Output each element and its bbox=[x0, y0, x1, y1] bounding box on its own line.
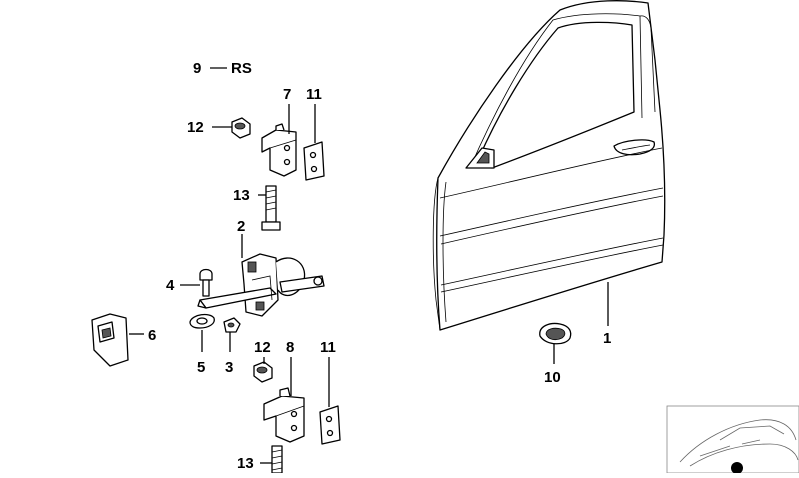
bolt-lower bbox=[271, 445, 283, 474]
label-bolt-4: 4 bbox=[166, 277, 175, 294]
leader-lines bbox=[129, 67, 609, 464]
label-shim-upper: 11 bbox=[306, 86, 322, 103]
door-panel bbox=[432, 0, 666, 331]
bracket-6 bbox=[91, 313, 129, 367]
label-shim-lower: 11 bbox=[320, 339, 336, 356]
nut-lower bbox=[253, 361, 273, 383]
label-ref-suffix: RS bbox=[231, 60, 252, 77]
label-nut-lower: 12 bbox=[254, 339, 271, 356]
clip-5 bbox=[189, 313, 215, 329]
upper-hinge bbox=[261, 123, 297, 177]
plug bbox=[539, 322, 572, 345]
label-door-check: 2 bbox=[237, 218, 245, 235]
label-door: 1 bbox=[603, 330, 611, 347]
label-upper-hinge: 7 bbox=[283, 86, 291, 103]
nut-upper bbox=[231, 117, 251, 139]
shim-upper bbox=[303, 141, 325, 181]
label-ref-number: 9 bbox=[193, 60, 201, 77]
label-bolt-lower: 13 bbox=[237, 455, 254, 472]
car-location-inset bbox=[666, 405, 799, 474]
label-bracket-6: 6 bbox=[148, 327, 156, 344]
label-plug: 10 bbox=[544, 369, 561, 386]
label-bolt-upper: 13 bbox=[233, 187, 250, 204]
label-clip-5: 5 bbox=[197, 359, 205, 376]
lower-hinge bbox=[263, 387, 305, 443]
bolt-4 bbox=[199, 268, 213, 297]
screw-3 bbox=[223, 317, 241, 333]
shim-lower bbox=[319, 405, 341, 445]
callout-labels: 1 2 3 4 5 6 7 8 9 RS 10 11 11 12 12 13 1… bbox=[148, 60, 611, 472]
door-check bbox=[197, 253, 325, 317]
label-lower-hinge: 8 bbox=[286, 339, 294, 356]
label-screw-check: 3 bbox=[225, 359, 233, 376]
bolt-upper bbox=[261, 185, 281, 231]
label-nut-upper: 12 bbox=[187, 119, 204, 136]
